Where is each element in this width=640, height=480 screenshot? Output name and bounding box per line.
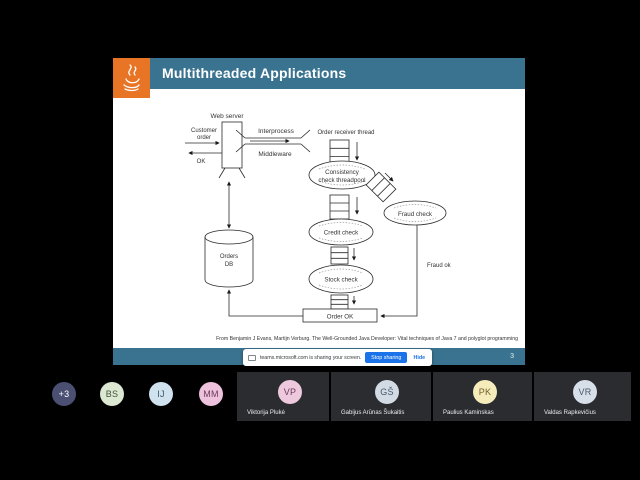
participant-name: Viktorija Plukė bbox=[247, 410, 285, 416]
consistency-check-ellipse bbox=[308, 160, 376, 190]
fraud-ok-label: Fraud ok bbox=[427, 263, 452, 269]
overflow-participants-badge[interactable]: +3 bbox=[52, 382, 76, 406]
order-ok-box bbox=[302, 308, 378, 323]
fraud-queue bbox=[365, 171, 397, 203]
citation-text: From Benjamin J Evans, Martijn Verburg. … bbox=[216, 336, 518, 342]
orders-db-label-1: Orders bbox=[220, 254, 238, 260]
queue-3 bbox=[330, 246, 357, 265]
fraud-ok-connector bbox=[380, 225, 418, 319]
orders-db-label-2: DB bbox=[225, 262, 233, 268]
credit-check-ellipse bbox=[308, 218, 374, 246]
screen-share-banner: teams.microsoft.com is sharing your scre… bbox=[243, 349, 433, 366]
slide-title: Multithreaded Applications bbox=[162, 65, 347, 81]
orderok-to-db-connector bbox=[226, 289, 303, 317]
participant-name: Valdas Rapkevičius bbox=[544, 410, 596, 416]
fraud-queue-arrow bbox=[384, 172, 394, 182]
slide-header-bar bbox=[113, 58, 525, 89]
stop-sharing-button[interactable]: Stop sharing bbox=[365, 352, 408, 363]
share-banner-message: teams.microsoft.com is sharing your scre… bbox=[260, 354, 362, 361]
fraud-check-ellipse bbox=[383, 200, 447, 226]
queue-1 bbox=[329, 139, 360, 166]
credit-check-label: Credit check bbox=[324, 230, 359, 237]
customer-order-label-2: order bbox=[197, 135, 211, 141]
participant-tile-gs[interactable]: GŠ Gabijus Arūnas Šukaitis bbox=[331, 372, 431, 421]
java-logo-icon bbox=[113, 58, 150, 98]
interprocess-label: Interprocess bbox=[258, 128, 295, 135]
participant-avatar-vr[interactable]: VR bbox=[573, 380, 597, 404]
participant-avatar-bs[interactable]: BS bbox=[100, 382, 124, 406]
queue-2 bbox=[329, 194, 360, 220]
threading-diagram: Web server Customer order OK Interproces… bbox=[185, 113, 452, 323]
stock-check-ellipse bbox=[308, 264, 374, 294]
middleware-channel bbox=[235, 129, 311, 153]
participant-tile-pk[interactable]: PK Paulius Kaminskas bbox=[433, 372, 532, 421]
shared-slide: Multithreaded Applications Web server Cu… bbox=[113, 58, 525, 365]
participant-name: Paulius Kaminskas bbox=[443, 410, 494, 416]
participant-avatar-vp[interactable]: VP bbox=[278, 380, 302, 404]
web-server-box bbox=[221, 121, 243, 169]
stock-check-label: Stock check bbox=[324, 277, 358, 284]
participant-name: Gabijus Arūnas Šukaitis bbox=[341, 410, 405, 416]
customer-order-label-1: Customer bbox=[191, 128, 217, 134]
participant-avatar-mm[interactable]: MM bbox=[199, 382, 223, 406]
participant-avatar-gs[interactable]: GŠ bbox=[375, 380, 399, 404]
order-ok-label: Order OK bbox=[327, 314, 354, 321]
middleware-label: Middleware bbox=[258, 151, 292, 158]
participant-tile-vr[interactable]: VR Valdas Rapkevičius bbox=[534, 372, 631, 421]
hide-banner-link[interactable]: Hide bbox=[413, 354, 426, 361]
queue-4 bbox=[330, 294, 357, 310]
page-number: 3 bbox=[510, 353, 514, 360]
ok-label: OK bbox=[197, 159, 206, 165]
web-server-label: Web server bbox=[210, 113, 244, 120]
participant-avatar-ij[interactable]: IJ bbox=[149, 382, 173, 406]
screen-share-icon bbox=[248, 354, 256, 361]
participant-avatar-pk[interactable]: PK bbox=[473, 380, 497, 404]
participant-tile-vp[interactable]: VP Viktorija Plukė bbox=[237, 372, 329, 421]
consistency-label-2: check threadpool bbox=[318, 177, 365, 184]
fraud-check-label: Fraud check bbox=[398, 211, 433, 218]
orders-db-cylinder bbox=[204, 229, 254, 288]
consistency-label-1: Consistency bbox=[325, 169, 360, 176]
order-receiver-thread-label: Order receiver thread bbox=[317, 130, 374, 136]
